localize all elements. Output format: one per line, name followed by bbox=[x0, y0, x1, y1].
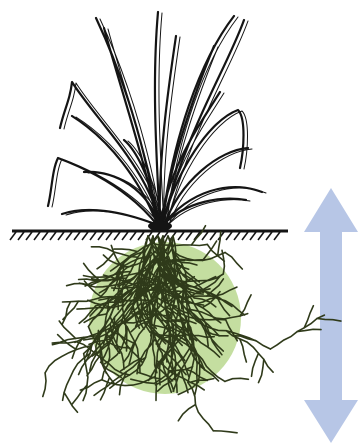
grass-blades bbox=[48, 12, 266, 227]
soil-hatch-mark bbox=[90, 232, 96, 240]
soil-hatch-mark bbox=[210, 232, 216, 240]
soil-hatch-mark bbox=[274, 232, 280, 240]
soil-hatch-mark bbox=[98, 232, 104, 240]
soil-hatch-mark bbox=[42, 232, 48, 240]
soil-hatch-mark bbox=[226, 232, 232, 240]
soil-hatch-mark bbox=[18, 232, 24, 240]
soil-hatch-mark bbox=[122, 232, 128, 240]
soil-hatch-mark bbox=[106, 232, 112, 240]
root-strand bbox=[225, 253, 242, 270]
soil-hatch-mark bbox=[10, 232, 16, 240]
root-strand bbox=[64, 393, 77, 413]
soil-hatch-mark bbox=[34, 232, 40, 240]
soil-hatch-mark bbox=[114, 232, 120, 240]
soil-hatch-mark bbox=[234, 232, 240, 240]
root-strand bbox=[225, 378, 249, 381]
soil-hatch-mark bbox=[58, 232, 64, 240]
soil-hatch-mark bbox=[74, 232, 80, 240]
root-strand bbox=[270, 315, 324, 349]
grass-blade bbox=[60, 82, 160, 226]
soil-hatch-mark bbox=[26, 232, 32, 240]
soil-hatch-mark bbox=[82, 232, 88, 240]
plant-crown bbox=[148, 221, 172, 231]
soil-hatch-mark bbox=[66, 232, 72, 240]
root-strand bbox=[213, 431, 237, 433]
depth-arrow-icon bbox=[304, 188, 358, 443]
soil-hatch-mark bbox=[178, 232, 184, 240]
soil-hatch-mark bbox=[130, 232, 136, 240]
soil-hatch-mark bbox=[202, 232, 208, 240]
root-strand bbox=[43, 373, 46, 397]
root-strand bbox=[59, 321, 75, 338]
soil-hatch-mark bbox=[266, 232, 272, 240]
root-strand bbox=[259, 359, 264, 382]
soil-hatch-mark bbox=[258, 232, 264, 240]
soil-hatch-mark bbox=[50, 232, 56, 240]
root-strand bbox=[162, 291, 186, 292]
soil-hatch-mark bbox=[138, 232, 144, 240]
root-strand bbox=[226, 331, 273, 373]
soil-hatch-mark bbox=[250, 232, 256, 240]
soil-hatching bbox=[10, 232, 280, 240]
root-strand bbox=[191, 226, 205, 245]
root-strand bbox=[218, 232, 221, 256]
root-strand bbox=[178, 405, 195, 421]
soil-hatch-mark bbox=[186, 232, 192, 240]
root-strand bbox=[240, 339, 247, 362]
root-strand bbox=[252, 353, 259, 376]
soil-hatch-mark bbox=[242, 232, 248, 240]
